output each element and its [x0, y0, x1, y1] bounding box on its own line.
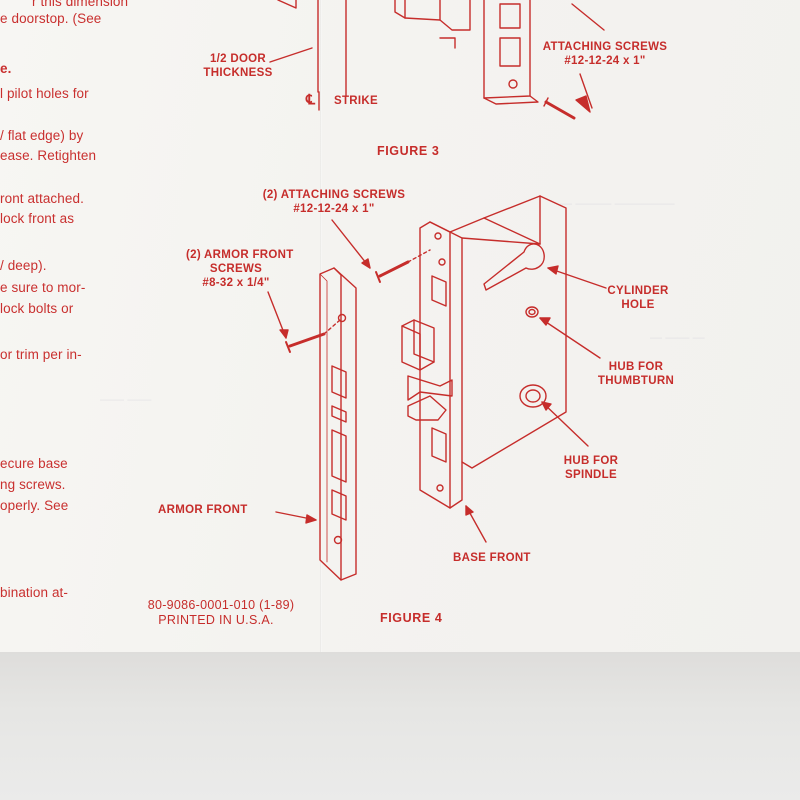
body-line: ease. Retighten	[0, 148, 97, 163]
show-through-text: —— ——	[100, 392, 152, 406]
show-through-text: — ——— —————	[560, 196, 675, 210]
armor-front-drawing	[319, 267, 357, 581]
body-line: e.	[0, 61, 12, 76]
body-line: ecure base	[0, 456, 68, 471]
armor-front-screws-label: (2) ARMOR FRONT SCREWS #8-32 x 1/4"	[186, 249, 294, 289]
show-through-text: — —— —	[650, 330, 705, 344]
body-line: lock front as	[0, 211, 75, 226]
base-front-label: BASE FRONT	[453, 552, 531, 564]
hub-thumbturn-label: HUB FOR THUMBTURN	[597, 361, 675, 387]
centerline-symbol: ℄	[306, 91, 316, 107]
lock-case-drawing	[449, 195, 567, 469]
body-line: l pilot holes for	[0, 86, 89, 101]
table-surface	[0, 652, 800, 800]
fig3-attaching-screws-label: ATTACHING SCREWS #12-12-24 x 1"	[542, 41, 668, 67]
body-line: operly. See	[0, 498, 69, 513]
body-line: or trim per in-	[0, 347, 82, 362]
body-line: r this dimension	[32, 0, 129, 9]
body-line: ng screws.	[0, 477, 66, 492]
leader-lines	[267, 219, 607, 543]
paper-fold-line	[320, 0, 322, 660]
figure3-drawing	[269, 0, 605, 120]
part-number: 80-9086-0001-010 (1-89)	[147, 598, 295, 612]
cylinder-hole-label: CYLINDER HOLE	[607, 285, 669, 311]
fig4-attaching-screws-label: (2) ATTACHING SCREWS #12-12-24 x 1"	[262, 189, 406, 215]
body-line: e sure to mor-	[0, 280, 86, 295]
body-line: / deep).	[0, 258, 47, 273]
armor-front-label: ARMOR FRONT	[158, 504, 248, 516]
figure3-caption: FIGURE 3	[377, 144, 440, 158]
figure4-caption: FIGURE 4	[380, 611, 443, 625]
body-line: bination at-	[0, 585, 68, 600]
body-line: e doorstop. (See	[0, 11, 102, 26]
screw-drawings	[285, 249, 431, 353]
body-line: lock bolts or	[0, 301, 74, 316]
strike-label: STRIKE	[334, 95, 378, 107]
body-line: / flat edge) by	[0, 128, 84, 143]
body-line: ront attached.	[0, 191, 84, 206]
base-front-drawing	[401, 221, 463, 509]
hub-spindle-label: HUB FOR SPINDLE	[563, 455, 619, 481]
door-thickness-label: 1/2 DOOR THICKNESS	[203, 53, 273, 79]
printed-in-usa: PRINTED IN U.S.A.	[158, 613, 274, 627]
